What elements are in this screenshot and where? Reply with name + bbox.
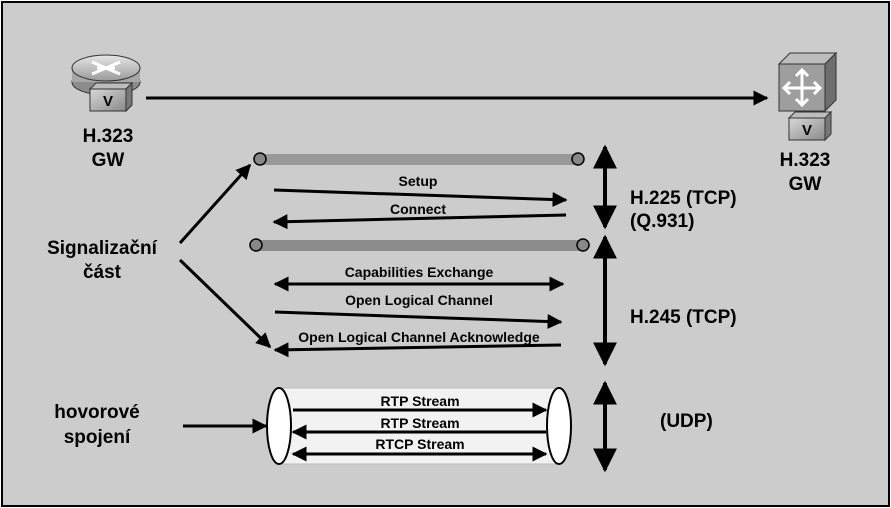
media-label-line1: hovorové: [54, 402, 140, 423]
capabilities-exchange-label: Capabilities Exchange: [345, 264, 494, 280]
rtcp-stream-label: RTCP Stream: [375, 436, 464, 452]
signaling-arrow-to-h225: [178, 163, 252, 245]
right-gateway: V H.323 GW: [777, 51, 838, 195]
udp-transport-label: (UDP): [660, 411, 713, 432]
h225-q931-label: (Q.931): [630, 211, 694, 232]
h245-pipe: [249, 238, 590, 252]
connect-message-label: Connect: [390, 201, 446, 217]
h245-section: Capabilities Exchange Open Logical Chann…: [249, 234, 737, 367]
left-gateway: V H.323 GW: [71, 54, 141, 171]
setup-message-arrow: [273, 188, 568, 208]
left-gateway-badge: V: [103, 93, 113, 110]
signaling-label-line1: Signalizační: [47, 238, 158, 259]
h225-section: Setup Connect H.225 (TCP) (Q.931): [253, 144, 737, 232]
left-gateway-label-line1: H.323: [83, 126, 134, 147]
open-logical-channel-ack-arrow: [273, 342, 562, 358]
h245-protocol-label: H.245 (TCP): [630, 307, 737, 328]
open-logical-channel-ack-label: Open Logical Channel Acknowledge: [298, 329, 540, 345]
router-voice-icon: V: [71, 54, 141, 113]
signaling-arrow-to-h245: [178, 258, 272, 349]
right-gateway-label-line1: H.323: [780, 150, 831, 171]
connect-message-arrow: [272, 213, 567, 230]
right-gateway-label-line2: GW: [789, 174, 822, 195]
media-section: hovorové spojení RTP Stream RTP Stream R…: [54, 380, 713, 473]
rtp-stream-1-label: RTP Stream: [380, 393, 459, 409]
signaling-section: Signalizační část: [47, 163, 272, 349]
rtp-stream-2-label: RTP Stream: [380, 415, 459, 431]
open-logical-channel-arrow: [274, 310, 563, 330]
h225-protocol-label: H.225 (TCP): [630, 188, 737, 209]
media-label-line2: spojení: [64, 427, 131, 448]
right-gateway-badge: V: [802, 122, 812, 139]
signaling-label-line2: část: [83, 262, 122, 283]
left-gateway-label-line2: GW: [92, 150, 125, 171]
open-logical-channel-label: Open Logical Channel: [345, 292, 493, 308]
voice-switch-icon: V: [777, 51, 838, 142]
setup-message-label: Setup: [399, 173, 438, 189]
h225-pipe: [253, 152, 585, 166]
